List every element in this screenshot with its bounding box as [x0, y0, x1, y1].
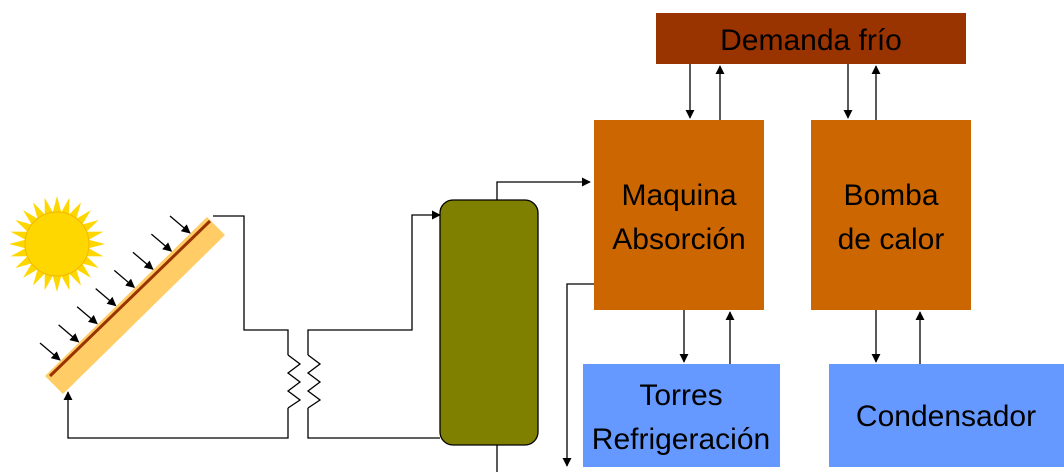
maquina-absorcion-box: Maquina Absorción — [594, 120, 764, 310]
collector-plate — [48, 219, 212, 378]
collector-return-pipe — [63, 391, 289, 439]
heat-exchanger-coil — [286, 354, 322, 409]
radiation-arrows — [39, 215, 191, 361]
collector-outlet-pipe — [213, 215, 289, 355]
torres-refrigeracion-box: Torres Refrigeración — [583, 364, 780, 467]
maquina-absorcion-line1: Maquina — [621, 179, 736, 212]
condensador-box: Condensador — [829, 364, 1064, 467]
bomba-calor-line2: de calor — [838, 223, 945, 256]
flow-arrows — [679, 64, 925, 364]
condensador-label: Condensador — [856, 400, 1036, 433]
absorption-return-pipe — [562, 283, 594, 467]
tank-supply-pipe — [307, 210, 441, 355]
storage-tank — [439, 199, 539, 446]
radiation-arrow — [95, 288, 117, 307]
tank-return-pipe — [307, 408, 440, 439]
bomba-calor-line1: Bomba — [843, 179, 938, 212]
radiation-arrow — [150, 233, 173, 252]
radiation-arrow — [76, 306, 98, 325]
tank-loop — [307, 177, 594, 472]
maquina-absorcion-line2: Absorción — [612, 223, 745, 256]
radiation-arrow — [132, 251, 154, 270]
collector-loop — [63, 215, 289, 439]
sun-icon — [9, 196, 105, 292]
tank-to-absorption-pipe — [496, 177, 591, 200]
radiation-arrow — [58, 324, 80, 343]
collector-frame — [45, 217, 225, 394]
radiation-arrow — [169, 215, 191, 234]
torres-line1: Torres — [639, 379, 722, 412]
solar-collector — [45, 217, 225, 394]
radiation-arrow — [39, 342, 61, 361]
bomba-calor-box: Bomba de calor — [811, 120, 971, 310]
demanda-frio-box: Demanda frío — [656, 13, 966, 64]
torres-line2: Refrigeración — [592, 423, 770, 456]
demanda-frio-label: Demanda frío — [720, 24, 902, 57]
radiation-arrow — [113, 269, 135, 288]
